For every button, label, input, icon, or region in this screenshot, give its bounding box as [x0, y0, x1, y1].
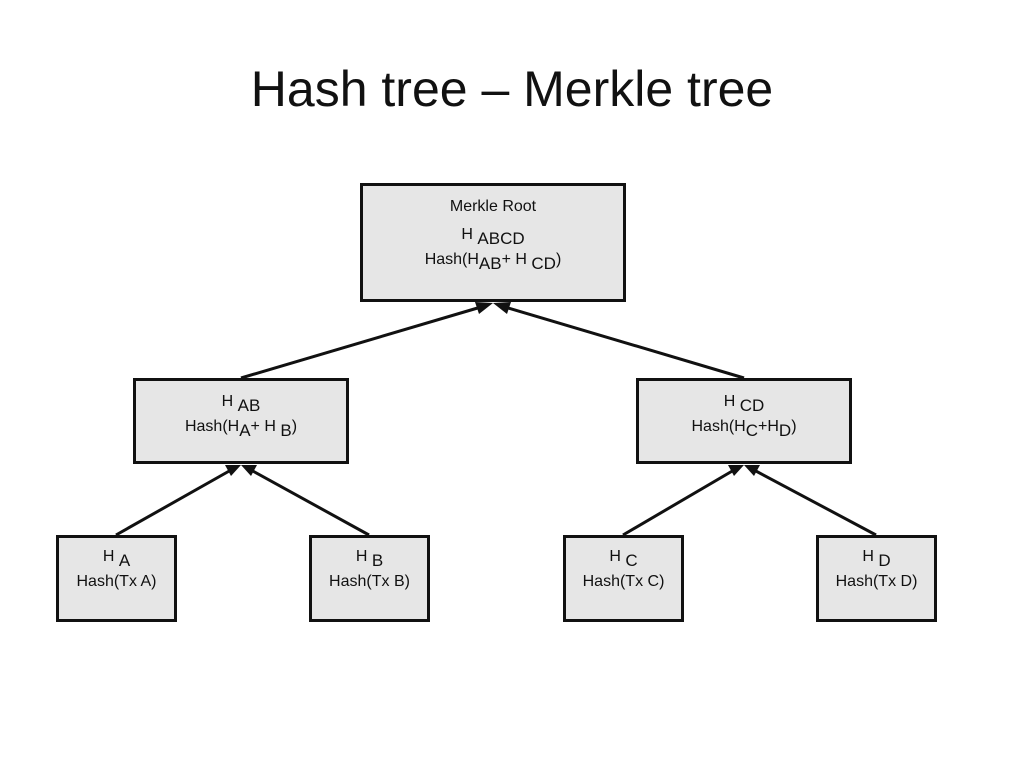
- leaf-node-b-key-base: H: [355, 548, 368, 565]
- hash-node-ab-formula-sub2: B: [280, 420, 292, 440]
- edge-hc-to-hcd: [622, 468, 735, 537]
- leaf-node-b-key-sub: B: [371, 551, 384, 570]
- leaf-node-a-key-base: H: [102, 548, 115, 565]
- hash-node-cd-formula-suffix: ): [791, 417, 797, 435]
- leaf-node-a-key: H A: [59, 548, 174, 569]
- leaf-node-d-key-sub: D: [878, 551, 891, 570]
- merkle-root-key-base: H: [461, 225, 473, 243]
- hash-node-ab-key-base: H: [221, 393, 234, 410]
- arrowhead-hcd-left: [728, 465, 744, 476]
- leaf-node-d-key: H D: [819, 548, 934, 569]
- arrowhead-hcd-right: [744, 465, 760, 476]
- hash-node-ab-formula-mid: + H: [250, 417, 276, 435]
- leaf-node-c-key-base: H: [609, 548, 621, 565]
- hash-node-cd-formula-sub2: D: [778, 420, 792, 440]
- hash-node-ab-formula-sub1: A: [239, 420, 251, 440]
- hash-node-ab-formula-prefix: Hash(H: [184, 417, 240, 435]
- leaf-node-a-formula: Hash(Tx A): [76, 572, 157, 590]
- hash-node-cd-formula: Hash(HC+HD): [639, 417, 849, 439]
- merkle-root-formula-sub1: AB: [478, 254, 502, 274]
- hash-node-ab: H AB Hash(HA+ H B): [133, 378, 349, 464]
- hash-node-ab-key-sub: AB: [237, 396, 261, 415]
- merkle-root-node: Merkle Root H ABCD Hash(HAB+ H CD): [360, 183, 626, 302]
- hash-node-ab-key: H AB: [136, 393, 346, 414]
- edge-hd-to-hcd: [753, 468, 877, 537]
- edge-hab-to-root: [240, 305, 482, 380]
- merkle-root-formula-suffix: ): [555, 251, 562, 269]
- hash-node-cd-formula-sub1: C: [745, 420, 758, 440]
- leaf-node-b-key: H B: [312, 548, 427, 569]
- arrowhead-root-left: [475, 302, 493, 314]
- leaf-node-c-formula: Hash(Tx C): [582, 572, 665, 590]
- leaf-node-c-key: H C: [566, 548, 681, 569]
- edge-ha-to-hab: [115, 468, 232, 537]
- leaf-node-c: H C Hash(Tx C): [563, 535, 684, 622]
- edge-hb-to-hab: [250, 468, 370, 537]
- hash-node-ab-formula: Hash(HA+ H B): [136, 417, 346, 439]
- merkle-root-label: Merkle Root: [449, 198, 537, 215]
- edge-hcd-to-root: [504, 305, 745, 380]
- hash-node-cd-formula-prefix: Hash(H: [691, 417, 746, 435]
- page-title: Hash tree – Merkle tree: [250, 61, 774, 117]
- hash-node-cd-key-sub: CD: [739, 396, 765, 415]
- merkle-root-formula-prefix: Hash(H: [424, 251, 479, 269]
- hash-node-cd-key-base: H: [723, 393, 736, 410]
- merkle-root-formula-mid: + H: [501, 251, 527, 269]
- leaf-node-d-key-base: H: [862, 548, 874, 565]
- merkle-root-formula: Hash(HAB+ H CD): [363, 251, 623, 272]
- merkle-root-formula-sub2: CD: [531, 254, 556, 274]
- leaf-node-b-formula: Hash(Tx B): [329, 572, 410, 590]
- leaf-node-a-key-sub: A: [118, 551, 131, 570]
- hash-node-cd-formula-mid: +H: [758, 417, 779, 435]
- leaf-node-d-formula: Hash(Tx D): [835, 572, 918, 590]
- arrowhead-hab-left: [225, 465, 241, 476]
- hash-node-ab-formula-suffix: ): [291, 417, 298, 435]
- leaf-node-a: H A Hash(Tx A): [56, 535, 177, 622]
- leaf-node-b: H B Hash(Tx B): [309, 535, 430, 622]
- arrowhead-root-right: [493, 302, 511, 314]
- arrowhead-hab-right: [241, 465, 257, 476]
- hash-node-cd: H CD Hash(HC+HD): [636, 378, 852, 464]
- hash-node-cd-key: H CD: [639, 393, 849, 414]
- merkle-root-key-sub: ABCD: [477, 228, 525, 248]
- leaf-node-d: H D Hash(Tx D): [816, 535, 937, 622]
- merkle-root-key: H ABCD: [363, 225, 623, 247]
- leaf-node-c-key-sub: C: [625, 551, 638, 570]
